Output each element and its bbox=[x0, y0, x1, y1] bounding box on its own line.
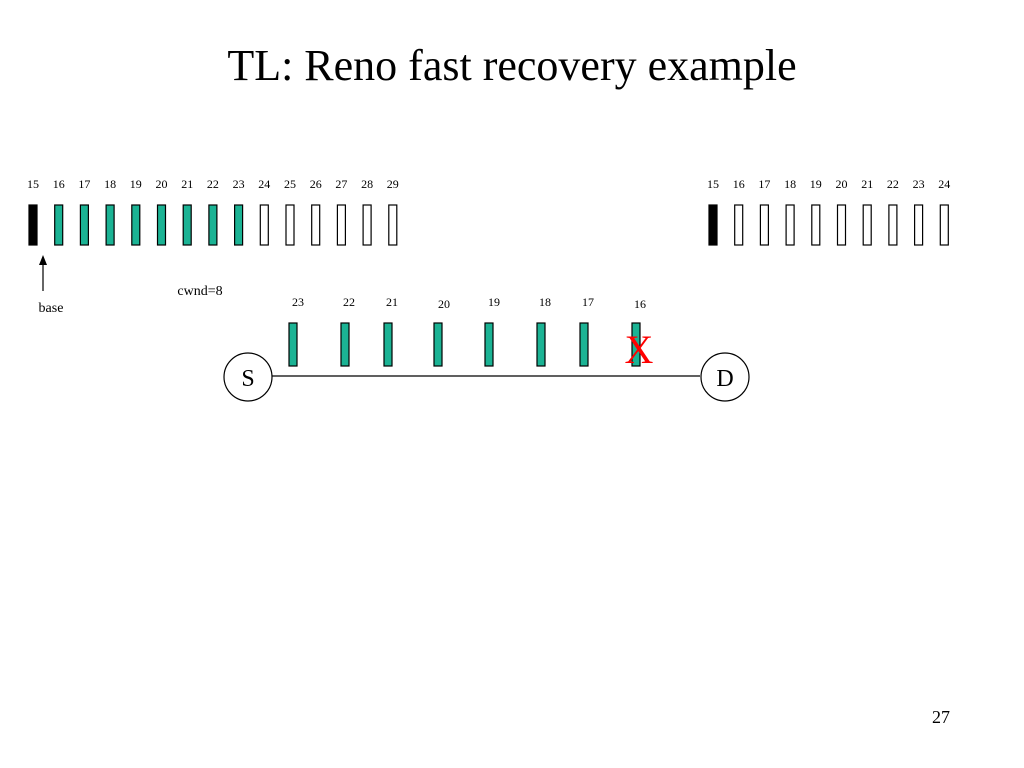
receiver-window-seq-label: 20 bbox=[836, 177, 848, 191]
in-flight-packet bbox=[340, 322, 350, 367]
receiver-window-slot-empty bbox=[734, 204, 744, 246]
sender-window-slot-sent bbox=[182, 204, 192, 246]
sender-window-seq-label: 23 bbox=[233, 177, 245, 191]
packet-label: 23 bbox=[292, 295, 304, 309]
sender-window-slot-sent bbox=[208, 204, 218, 246]
sender-window-seq-label: 22 bbox=[207, 177, 219, 191]
sender-window-seq-label: 28 bbox=[361, 177, 373, 191]
receiver-window-slot-base bbox=[708, 204, 718, 246]
destination-node-label: D bbox=[716, 366, 733, 392]
base-arrow-head bbox=[39, 255, 47, 265]
sender-window-slot-empty bbox=[285, 204, 295, 246]
sender-window-seq-label: 21 bbox=[181, 177, 193, 191]
sender-window-seq-label: 29 bbox=[387, 177, 399, 191]
receiver-window-slot-empty bbox=[759, 204, 770, 246]
in-flight-packet bbox=[536, 322, 546, 367]
sender-window-slot-sent bbox=[79, 204, 90, 246]
receiver-window-seq-label: 22 bbox=[887, 177, 899, 191]
sender-window-slot-empty bbox=[336, 204, 346, 246]
receiver-window-slot-empty bbox=[913, 204, 924, 246]
packet-label: 22 bbox=[343, 295, 355, 309]
packet-label: 17 bbox=[582, 295, 594, 309]
sender-window-seq-label: 16 bbox=[53, 177, 65, 191]
sender-window-slot-empty bbox=[362, 204, 372, 246]
sender-window-seq-label: 15 bbox=[27, 177, 39, 191]
sender-window-seq-label: 18 bbox=[104, 177, 116, 191]
sender-window-slot-sent bbox=[54, 204, 64, 246]
in-flight-packet bbox=[579, 322, 589, 367]
in-flight-packet bbox=[484, 322, 494, 367]
slide-title: TL: Reno fast recovery example bbox=[227, 41, 797, 90]
sender-window-slot-sent bbox=[234, 204, 244, 246]
receiver-window-slot-empty bbox=[785, 204, 795, 246]
packet-label: 16 bbox=[634, 297, 646, 311]
sender-window-slot-empty bbox=[311, 204, 321, 246]
sender-window-seq-label: 24 bbox=[258, 177, 270, 191]
receiver-window-seq-label: 15 bbox=[707, 177, 719, 191]
sender-window-slot-sent bbox=[131, 204, 141, 246]
receiver-window-slot-empty bbox=[836, 204, 847, 246]
sender-window-slot-empty bbox=[259, 204, 269, 246]
sender-window-seq-label: 19 bbox=[130, 177, 142, 191]
sender-window-slot-base bbox=[28, 204, 38, 246]
sender-window-seq-label: 27 bbox=[335, 177, 347, 191]
packet-label: 20 bbox=[438, 297, 450, 311]
receiver-window-slot-empty bbox=[939, 204, 949, 246]
sender-window-seq-label: 20 bbox=[156, 177, 168, 191]
sender-window-seq-label: 26 bbox=[310, 177, 322, 191]
base-label: base bbox=[39, 301, 64, 316]
in-flight-packet bbox=[383, 322, 393, 367]
cwnd-label: cwnd=8 bbox=[177, 284, 222, 299]
in-flight-packets: 23 22 21 20 19 18 17 16 bbox=[288, 295, 646, 367]
sender-window-seq-label: 17 bbox=[78, 177, 90, 191]
sender-window-slot-sent bbox=[156, 204, 167, 246]
destination-node[interactable] bbox=[700, 352, 750, 402]
in-flight-packet bbox=[288, 322, 298, 367]
receiver-window-seq-label: 18 bbox=[784, 177, 796, 191]
sender-window: 15 16 17 18 19 20 21 22 23 24 25 26 27 28 29 bbox=[27, 177, 399, 246]
receiver-window-seq-label: 21 bbox=[861, 177, 873, 191]
receiver-window-slot-empty bbox=[811, 204, 821, 246]
loss-mark: X bbox=[625, 327, 654, 372]
receiver-window-seq-label: 16 bbox=[733, 177, 745, 191]
receiver-window-slot-empty bbox=[888, 204, 898, 246]
packet-label: 21 bbox=[386, 295, 398, 309]
receiver-window-seq-label: 23 bbox=[913, 177, 925, 191]
in-flight-packet bbox=[433, 322, 443, 367]
receiver-window-slot-empty bbox=[862, 204, 872, 246]
receiver-window: 15 16 17 18 19 20 21 22 23 24 bbox=[707, 177, 950, 246]
sender-window-slot-empty bbox=[388, 204, 398, 246]
receiver-window-seq-label: 24 bbox=[938, 177, 950, 191]
source-node-label: S bbox=[241, 366, 254, 392]
receiver-window-seq-label: 17 bbox=[758, 177, 770, 191]
page-number: 27 bbox=[932, 707, 950, 727]
packet-label: 19 bbox=[488, 295, 500, 309]
packet-label: 18 bbox=[539, 295, 551, 309]
sender-window-slot-sent bbox=[105, 204, 115, 246]
sender-window-seq-label: 25 bbox=[284, 177, 296, 191]
source-node[interactable] bbox=[223, 352, 273, 402]
lost-packet bbox=[631, 322, 641, 367]
receiver-window-seq-label: 19 bbox=[810, 177, 822, 191]
